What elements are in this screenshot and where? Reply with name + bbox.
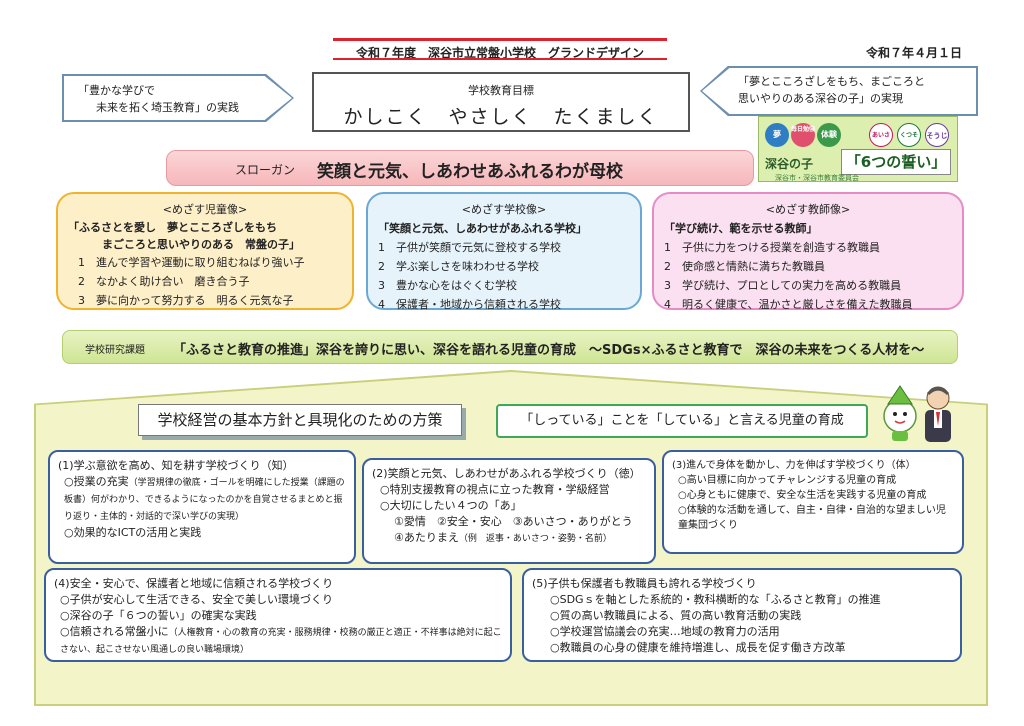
left-arrow-box: 「豊かな学びで 未来を拓く埼玉教育」の実践: [64, 76, 292, 120]
vows-prefix: 深谷の子: [765, 157, 814, 171]
policy-1-box: (1)学ぶ意欲を高め、知を耕す学校づくり（知） ○授業の充実（学習規律の徹底・ゴ…: [48, 450, 356, 564]
policy-4-item-3: ○信頼される常盤小に（人権教育・心の教育の充実・服務規律・校務の厳正と適正・不祥…: [60, 625, 502, 655]
vow-badge-6: そうじ: [925, 123, 949, 147]
policy-3-box: (3)進んで身体を動かし、力を伸ばす学校づくり（体） ○高い目標に向かってチャレ…: [662, 450, 964, 554]
management-goal: 「しっている」ことを「している」と言える児童の育成: [496, 404, 868, 438]
ideal-school-motto: 「笑顔と元気、しあわせがあふれる学校」: [378, 222, 587, 235]
slogan-text: 笑顔と元気、しあわせあふれるわが母校: [317, 162, 623, 182]
left-arrow-line1: 「豊かな学びで: [78, 84, 155, 97]
left-arrow-line2: 未来を拓く埼玉教育」の実践: [96, 101, 239, 114]
slogan-banner: スローガン 笑顔と元気、しあわせあふれるわが母校: [166, 150, 754, 186]
policy-2-item-2: ○大切にしたい４つの「あ」: [380, 499, 522, 512]
slogan-label: スローガン: [235, 163, 296, 177]
policy-2-box: (2)笑顔と元気、しあわせがあふれる学校づくり（徳） ○特別支援教育の視点に立っ…: [362, 458, 656, 564]
policy-3-item-3: ○体験的な活動を通して、自主・自律・自治的な望ましい児童集団づくり: [678, 505, 946, 531]
research-label: 学校研究課題: [85, 345, 145, 356]
mascot-illustration: [883, 385, 951, 442]
date: 令和７年４月１日: [866, 46, 963, 60]
policy-4-item-2: ○深谷の子「６つの誓い」の確実な実践: [60, 609, 257, 622]
policy-2-item-4: ④あたりまえ（例 返事・あいさつ・姿勢・名前）: [394, 531, 612, 544]
vows-title: 「6つの誓い」: [841, 149, 951, 175]
policy-1-item-2: ○効果的なICTの活用と実践: [64, 526, 202, 539]
right-arrow-line2: 思いやりのある深谷の子」の実現: [738, 92, 903, 105]
ideal-teacher-title: <めざす教師像>: [765, 203, 851, 216]
management-title: 学校経営の基本方針と具現化のための方策: [138, 404, 462, 436]
ideal-child-box: <めざす児童像> 「ふるさとを愛し 夢とこころざしをもち まごころと思いやりのあ…: [56, 192, 354, 310]
policy-2-item-3: ①愛情 ②安全・安心 ③あいさつ・ありがとう: [394, 515, 633, 528]
research-text: 「ふるさと教育の推進」深谷を誇りに思い、深谷を語れる児童の育成 ～SDGs×ふる…: [173, 343, 925, 358]
policy-2-heading: (2)笑顔と元気、しあわせがあふれる学校づくり（徳）: [372, 467, 641, 480]
policy-5-heading: (5)子供も保護者も教職員も誇れる学校づくり: [532, 577, 757, 590]
goal-main: かしこく やさしく たくましく: [343, 106, 659, 128]
vow-badge-2: 毎日勉強: [791, 123, 815, 147]
right-arrow-box: 「夢とこころざしをもち、まごころと 思いやりのある深谷の子」の実現: [702, 68, 976, 114]
vow-badge-3: 体験: [817, 123, 841, 147]
header-bottom-line: [333, 58, 667, 60]
goal-label: 学校教育目標: [468, 84, 534, 97]
research-theme-banner: 学校研究課題 「ふるさと教育の推進」深谷を誇りに思い、深谷を語れる児童の育成 ～…: [62, 330, 958, 364]
ideal-child-motto1: 「ふるさとを愛し 夢とこころざしをもち: [68, 221, 277, 234]
vows-subtitle: 深谷市・深谷市教育委員会: [775, 174, 859, 182]
policy-4-box: (4)安全・安心で、保護者と地域に信頼される学校づくり ○子供が安心して生活でき…: [44, 568, 512, 662]
vow-badge-5: くつそろえ: [897, 123, 921, 163]
vow-badge-1: 夢: [765, 123, 789, 147]
policy-1-heading: (1)学ぶ意欲を高め、知を耕す学校づくり（知）: [58, 459, 294, 472]
policy-5-box: (5)子供も保護者も教職員も誇れる学校づくり ○SDGｓを軸とした系統的・教科横…: [522, 568, 962, 662]
ideal-child-motto2: まごころと思いやりのある 常盤の子」: [102, 238, 300, 251]
policy-2-item-1: ○特別支援教育の視点に立った教育・学級経営: [380, 483, 610, 496]
policy-5-item-3: ○学校運営協議会の充実…地域の教育力の活用: [550, 625, 780, 638]
six-vows-badge: 夢 毎日勉強 体験 あいさつ くつそろえ そうじ 深谷の子 「6つの誓い」 深谷…: [758, 116, 958, 182]
header-top-line: [333, 38, 667, 41]
ideal-teacher-motto: 「学び続け、範を示せる教師」: [664, 222, 818, 235]
right-arrow-line1: 「夢とこころざしをもち、まごころと: [738, 75, 925, 88]
policy-3-item-2: ○心身ともに健康で、安全な生活を実践する児童の育成: [678, 490, 927, 501]
policy-5-item-4: ○教職員の心身の健康を維持増進し、成長を促す働き方改革: [550, 641, 846, 654]
policy-4-heading: (4)安全・安心で、保護者と地域に信頼される学校づくり: [54, 577, 334, 590]
ideal-child-title: <めざす児童像>: [162, 203, 248, 216]
vow-badge-4: あいさつ: [869, 123, 893, 163]
policy-5-item-1: ○SDGｓを軸とした系統的・教科横断的な「ふるさと教育」の推進: [550, 593, 881, 606]
policy-3-item-1: ○高い目標に向かってチャレンジする児童の育成: [678, 475, 897, 486]
policy-3-heading: (3)進んで身体を動かし、力を伸ばす学校づくり（体）: [672, 460, 916, 471]
policy-4-item-1: ○子供が安心して生活できる、安全で美しい環境づくり: [60, 593, 334, 606]
page-title: 令和７年度 深谷市立常盤小学校 グランドデザイン: [355, 46, 644, 60]
policy-5-item-2: ○質の高い教職員による、質の高い教育活動の実践: [550, 609, 802, 622]
policy-1-item-1: ○授業の充実（学習規律の徹底・ゴールを明確にした授業（課題の板書）何がわかり、で…: [64, 475, 345, 522]
school-goal-box: 学校教育目標 かしこく やさしく たくましく: [312, 72, 690, 132]
ideal-school-title: <めざす学校像>: [461, 203, 547, 216]
